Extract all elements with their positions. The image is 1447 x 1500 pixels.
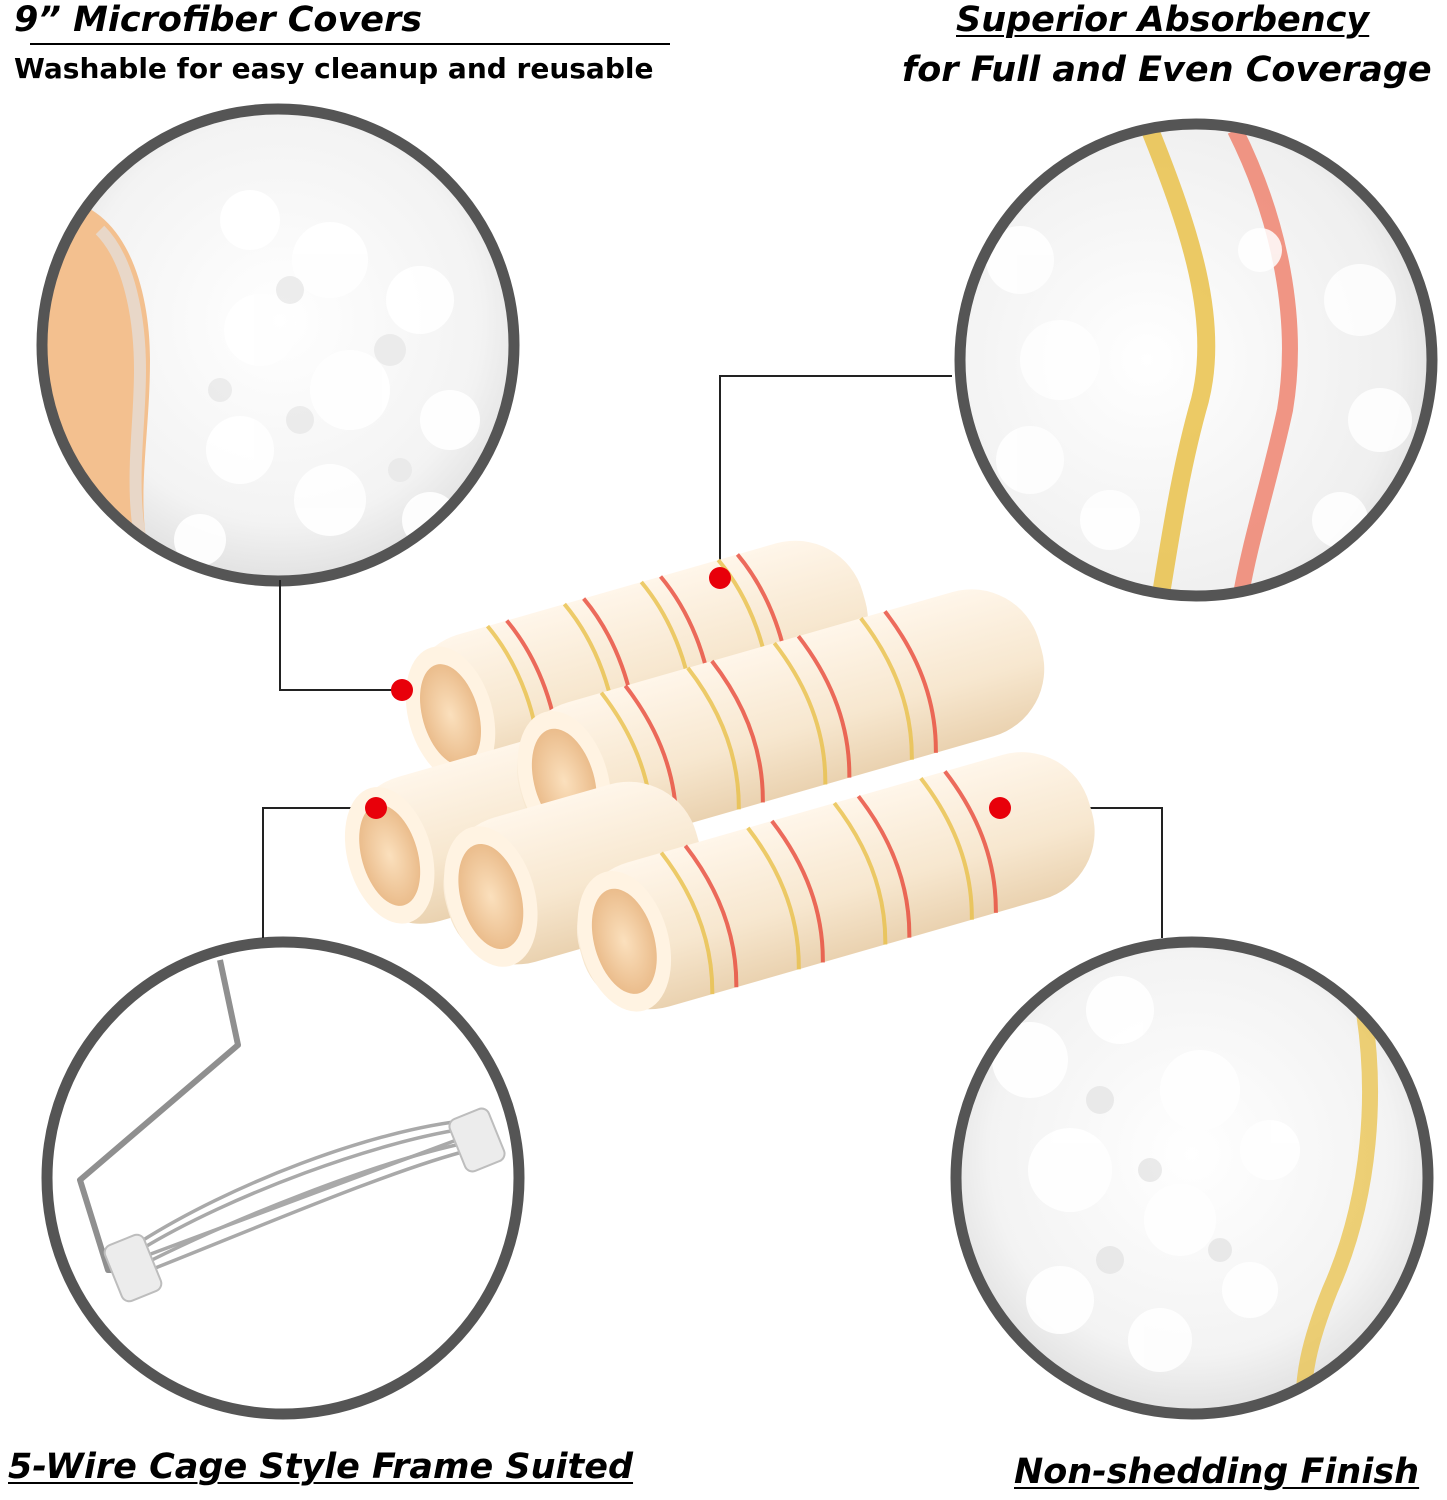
feature-subtitle-coverage: for Full and Even Coverage xyxy=(902,50,1432,90)
feature-title-wire-cage-frame: 5-Wire Cage Style Frame Suited xyxy=(8,1447,634,1487)
marker-dot-core xyxy=(391,679,413,701)
feature-title-microfiber-covers: 9” Microfiber Covers xyxy=(14,0,423,40)
circle-microfiber-closeup xyxy=(36,103,520,587)
marker-dot-fiber-top xyxy=(709,567,731,589)
feature-subtitle-washable: Washable for easy cleanup and reusable xyxy=(14,52,654,85)
callout-marker-dots xyxy=(365,567,1011,819)
roller-covers-stack xyxy=(344,540,1095,1012)
title-underline xyxy=(30,43,670,45)
circle-absorbency-closeup xyxy=(954,118,1438,602)
circle-wire-cage-frame xyxy=(41,936,525,1420)
feature-title-superior-absorbency: Superior Absorbency xyxy=(956,0,1370,40)
circle-non-shedding-closeup xyxy=(950,936,1434,1420)
marker-dot-inner-core xyxy=(365,797,387,819)
feature-title-non-shedding: Non-shedding Finish xyxy=(1014,1452,1420,1492)
marker-dot-fiber-side xyxy=(989,797,1011,819)
